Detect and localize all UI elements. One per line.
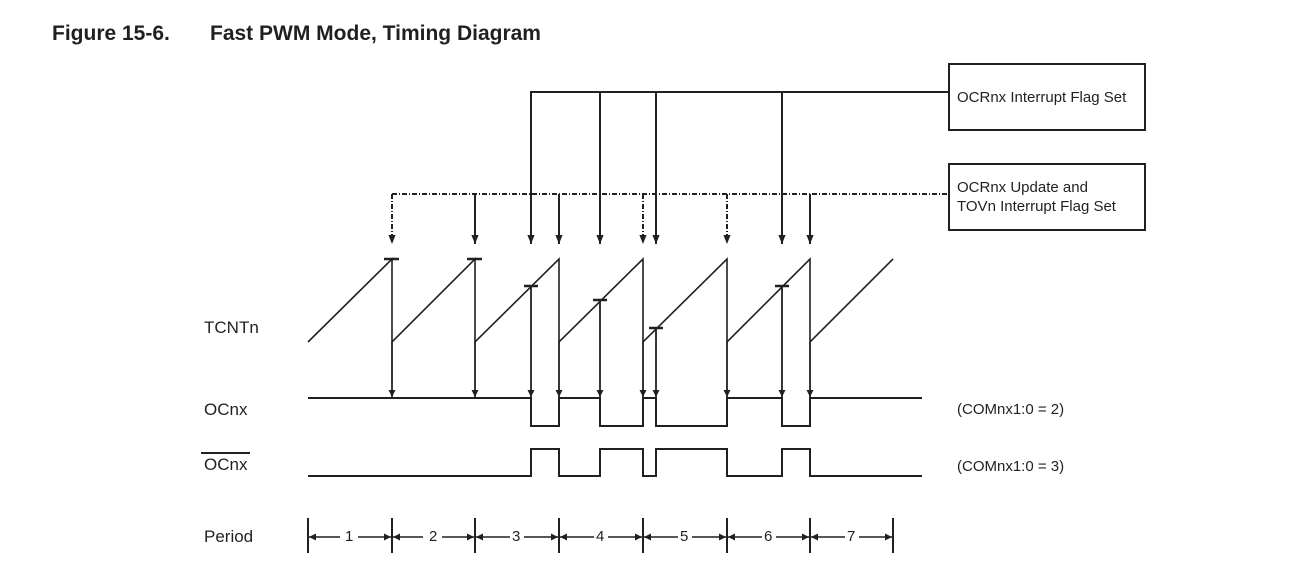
ocnx-inverted-label: OCnx bbox=[201, 452, 251, 475]
period-number: 2 bbox=[429, 528, 438, 545]
ocnx-waveform bbox=[308, 397, 922, 427]
figure-caption: Fast PWM Mode, Timing Diagram bbox=[210, 22, 541, 45]
figure-title: Figure 15-6. Fast PWM Mode, Timing Diagra… bbox=[52, 22, 541, 46]
tcnt-sawtooth bbox=[307, 257, 894, 344]
com2-mode-label: (COMnx1:0 = 2) bbox=[957, 401, 1065, 418]
period-label: Period bbox=[204, 527, 254, 546]
update-label-line1: OCRnx Update and bbox=[957, 179, 1088, 196]
ocr-interrupt-label: OCRnx Interrupt Flag Set bbox=[957, 88, 1127, 106]
period-number: 3 bbox=[512, 528, 521, 545]
period-number: 5 bbox=[680, 528, 689, 545]
ocnx-inverted-waveform bbox=[308, 448, 922, 477]
update-tov-callout: OCRnx Update and TOVn Interrupt Flag Set bbox=[948, 163, 1146, 231]
ocnx-label: OCnx bbox=[204, 400, 248, 419]
update-tov-bus bbox=[388, 193, 948, 244]
figure-number: Figure 15-6. bbox=[52, 22, 170, 45]
period-number: 1 bbox=[345, 528, 354, 545]
period-number: 7 bbox=[847, 528, 856, 545]
update-label-line2: TOVn Interrupt Flag Set bbox=[957, 198, 1116, 215]
tcnt-label: TCNTn bbox=[204, 318, 259, 337]
period-ruler bbox=[307, 518, 894, 553]
period-number: 6 bbox=[764, 528, 773, 545]
period-number: 4 bbox=[596, 528, 605, 545]
event-drop-lines bbox=[388, 286, 814, 397]
ocr-interrupt-bus bbox=[527, 91, 948, 244]
ocr-interrupt-callout: OCRnx Interrupt Flag Set bbox=[948, 63, 1146, 131]
com3-mode-label: (COMnx1:0 = 3) bbox=[957, 458, 1065, 475]
